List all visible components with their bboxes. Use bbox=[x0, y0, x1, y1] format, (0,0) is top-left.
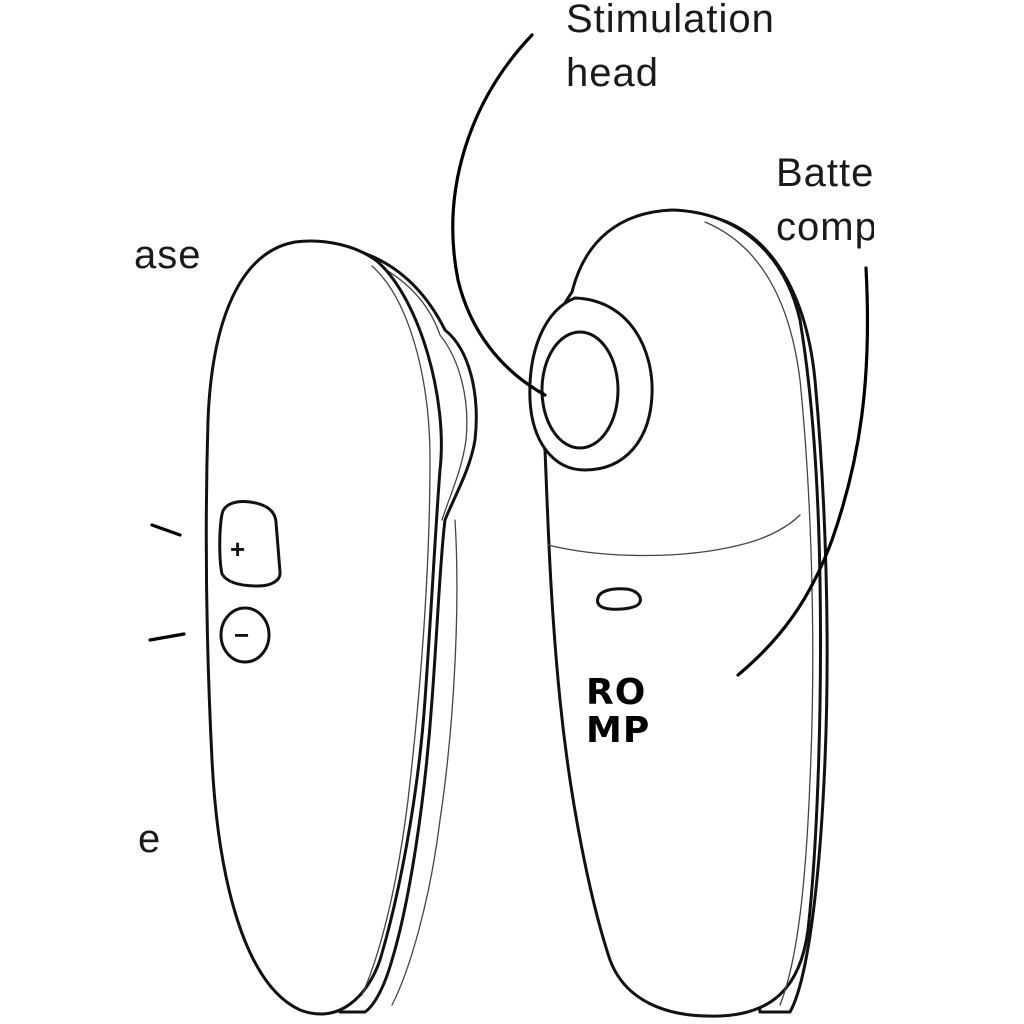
stimulation-head-label-line1: Stimulation bbox=[566, 0, 775, 41]
stimulation-head-opening bbox=[540, 330, 620, 450]
left-device-side-seam bbox=[391, 519, 458, 1006]
left-device-body bbox=[204, 239, 443, 1016]
battery-leader bbox=[736, 266, 870, 677]
romp-logo-line2: MP bbox=[586, 710, 650, 751]
left-device-inner-seam bbox=[361, 265, 431, 996]
minus-leader bbox=[148, 632, 186, 642]
battery-label-line2: comp bbox=[776, 205, 878, 249]
romp-logo-line1: RO bbox=[586, 672, 646, 713]
plus-button-glyph: + bbox=[230, 534, 245, 564]
right-device-cap-line bbox=[547, 514, 801, 557]
minus-button-glyph: − bbox=[234, 620, 249, 650]
battery-label-line1: Batte bbox=[776, 151, 874, 195]
stimulation-head-label-line2: head bbox=[566, 51, 659, 95]
left-partial-mark: e bbox=[138, 817, 161, 861]
left-device: + − bbox=[148, 239, 478, 1016]
indicator-slot bbox=[596, 587, 642, 611]
plus-button[interactable] bbox=[218, 500, 282, 588]
left-partial-label: ase bbox=[134, 233, 202, 277]
minus-button[interactable] bbox=[219, 606, 271, 664]
right-device: RO MP bbox=[528, 208, 829, 1018]
left-device-back-edge bbox=[359, 257, 468, 521]
stimulation-head-leader bbox=[451, 33, 547, 397]
plus-leader bbox=[150, 523, 182, 537]
